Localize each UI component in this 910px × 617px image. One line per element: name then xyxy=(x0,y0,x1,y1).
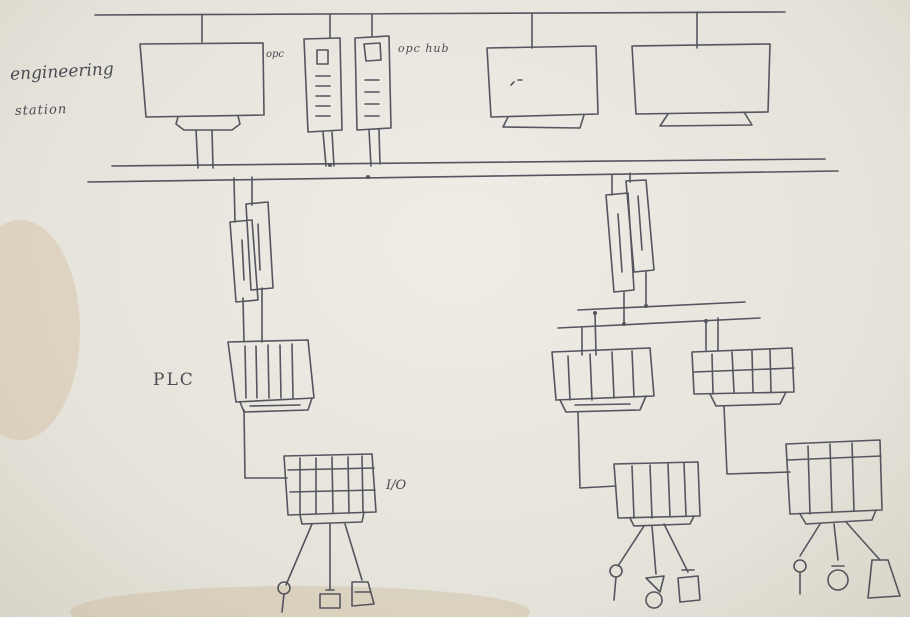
main-bus-drops xyxy=(196,130,380,168)
io-rack-left xyxy=(284,454,376,524)
plc-label: PLC xyxy=(153,370,195,390)
operator-station-2 xyxy=(632,44,770,126)
right-field-gauge xyxy=(828,566,848,590)
left-communication-module xyxy=(230,202,273,302)
right-subnet-drops xyxy=(624,272,646,324)
io-rack-right xyxy=(786,440,882,524)
paper-stain-bottom xyxy=(70,586,530,617)
plc-io-link xyxy=(244,410,287,478)
main-bus-line xyxy=(88,159,838,182)
right-field-sensor xyxy=(794,560,806,594)
right-field-tank xyxy=(868,560,900,598)
left-branch-lines xyxy=(234,177,262,342)
right-subnet-bus xyxy=(558,302,760,328)
engineering-station-label-line2: station xyxy=(15,102,68,119)
top-bus-line xyxy=(95,12,785,15)
middle-field-sensor xyxy=(610,565,622,600)
io-rack-middle xyxy=(614,462,700,526)
io-label: I/O xyxy=(386,478,406,493)
left-field-wires xyxy=(286,524,362,590)
paper-stain-left xyxy=(0,220,80,440)
bus-junction xyxy=(366,175,370,179)
middle-field-wires xyxy=(618,524,688,574)
plc-rack-left xyxy=(228,340,314,412)
opc-hub-label: opc hub xyxy=(398,42,450,55)
middle-plc-io-link xyxy=(578,412,616,488)
opc-server-label: opc xyxy=(266,49,284,60)
bus-junction xyxy=(328,163,332,167)
operator-station-1 xyxy=(487,46,598,128)
plc-rack-middle xyxy=(552,348,654,412)
opc-server-right xyxy=(355,36,391,130)
plc-rack-right xyxy=(692,348,794,406)
subnet-junction xyxy=(622,322,626,326)
opc-server-left xyxy=(304,38,342,132)
engineering-station-computer xyxy=(140,43,264,130)
right-plc-io-link xyxy=(724,406,790,474)
subnet-junction xyxy=(644,304,648,308)
right-field-wires xyxy=(800,522,880,560)
middle-field-actuator xyxy=(678,570,700,602)
middle-field-valve xyxy=(646,576,664,608)
